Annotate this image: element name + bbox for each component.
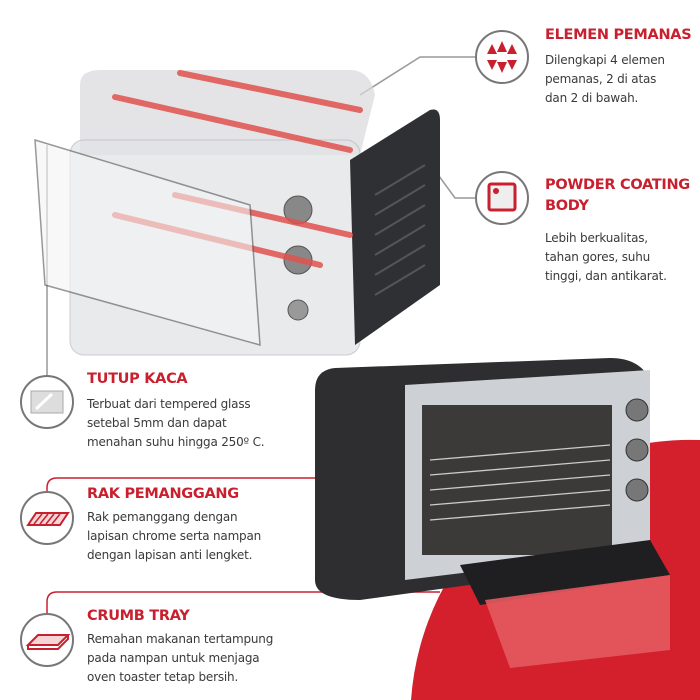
title-line: POWDER COATING [545,177,690,193]
feature-title-glass-door: TUTUP KACA [87,371,188,387]
grill-rack-icon [20,491,74,545]
desc-line: tinggi, dan antikarat. [545,269,667,283]
feature-desc-heating-element: Dilengkapi 4 elemen pemanas, 2 di atas d… [545,51,665,108]
desc-line: Rak pemanggang dengan [87,510,238,524]
glass-door-icon [20,375,74,429]
desc-line: Terbuat dari tempered glass [87,397,251,411]
desc-line: Remahan makanan tertampung [87,632,274,646]
desc-line: pemanas, 2 di atas [545,72,657,86]
crumb-tray-icon [20,613,74,667]
desc-line: pada nampan untuk menjaga [87,651,260,665]
heating-element-icon [475,30,529,84]
feature-desc-grill-rack: Rak pemanggang dengan lapisan chrome ser… [87,508,261,565]
feature-title-grill-rack: RAK PEMANGGANG [87,486,239,502]
feature-title-crumb-tray: CRUMB TRAY [87,608,190,624]
feature-desc-crumb-tray: Remahan makanan tertampung pada nampan u… [87,630,273,687]
powder-coating-icon [475,171,529,225]
feature-desc-glass-door: Terbuat dari tempered glass setebal 5mm … [87,395,265,452]
desc-line: tahan gores, suhu [545,250,650,264]
feature-title-powder-coating: POWDER COATING BODY [545,175,690,217]
desc-line: dan 2 di bawah. [545,91,639,105]
exploded-oven-illustration [34,70,440,356]
desc-line: lapisan chrome serta nampan [87,529,262,543]
oven-photo-illustration [315,358,670,668]
desc-line: Lebih berkualitas, [545,231,648,245]
desc-line: setebal 5mm dan dapat [87,416,227,430]
desc-line: Dilengkapi 4 elemen [545,53,665,67]
desc-line: menahan suhu hingga 250º C. [87,435,265,449]
desc-line: oven toaster tetap bersih. [87,670,239,684]
feature-desc-powder-coating: Lebih berkualitas, tahan gores, suhu tin… [545,229,667,286]
feature-title-heating-element: ELEMEN PEMANAS [545,27,692,43]
title-line: BODY [545,198,589,214]
desc-line: dengan lapisan anti lengket. [87,548,253,562]
